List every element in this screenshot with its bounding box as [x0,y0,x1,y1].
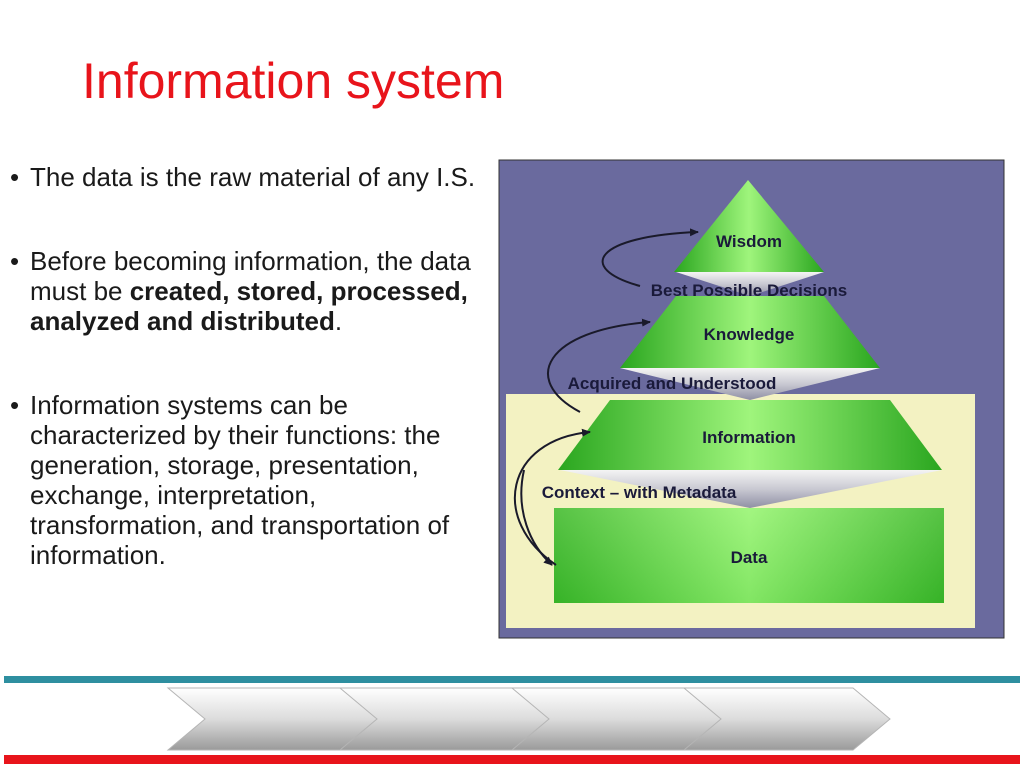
slide-title: Information system [82,53,505,109]
decisions-band [676,272,824,296]
knowledge-label: Knowledge [704,325,795,344]
bullet-list: • The data is the raw material of any I.S… [10,162,480,624]
information-label: Information [702,428,796,447]
arrow-to-knowledge [547,318,651,413]
bullet-bold-text: created, stored, processed, analyzed and… [30,276,468,336]
footer-chevron-row [166,687,891,751]
arrow-to-wisdom [601,228,699,287]
wisdom-triangle [674,180,824,272]
bullet-dot: • [10,390,20,420]
context-label: Context – with Metadata [542,483,737,502]
bullet-text-after: . [334,306,343,336]
acquired-band [620,368,880,400]
footer-teal-bar [4,676,1020,683]
footer-red-bar [4,755,1020,764]
context-band [560,470,942,508]
footer-chevron [682,687,891,751]
bullet-item-before-information: • Before becoming information, the data m… [10,246,480,336]
best-decisions-label: Best Possible Decisions [651,281,848,300]
information-trapezoid [558,400,942,470]
footer-chevron [166,687,383,751]
bullet-text: The data is the raw material of any I.S. [30,162,476,192]
arrow-to-information [513,428,591,566]
bullet-text: Information systems can be characterized… [30,390,450,570]
arrow-down-to-data [520,469,553,566]
bullet-item-functions: • Information systems can be characterize… [10,390,480,570]
bullet-dot: • [10,162,20,192]
wisdom-label: Wisdom [716,232,782,251]
acquired-label: Acquired and Understood [568,374,777,393]
knowledge-trapezoid [620,296,880,368]
data-label: Data [731,548,768,567]
bullet-item-raw-material: • The data is the raw material of any I.S… [10,162,480,192]
bullet-text-before: Before becoming information, the data mu… [30,246,471,306]
bullet-dot: • [10,246,20,276]
